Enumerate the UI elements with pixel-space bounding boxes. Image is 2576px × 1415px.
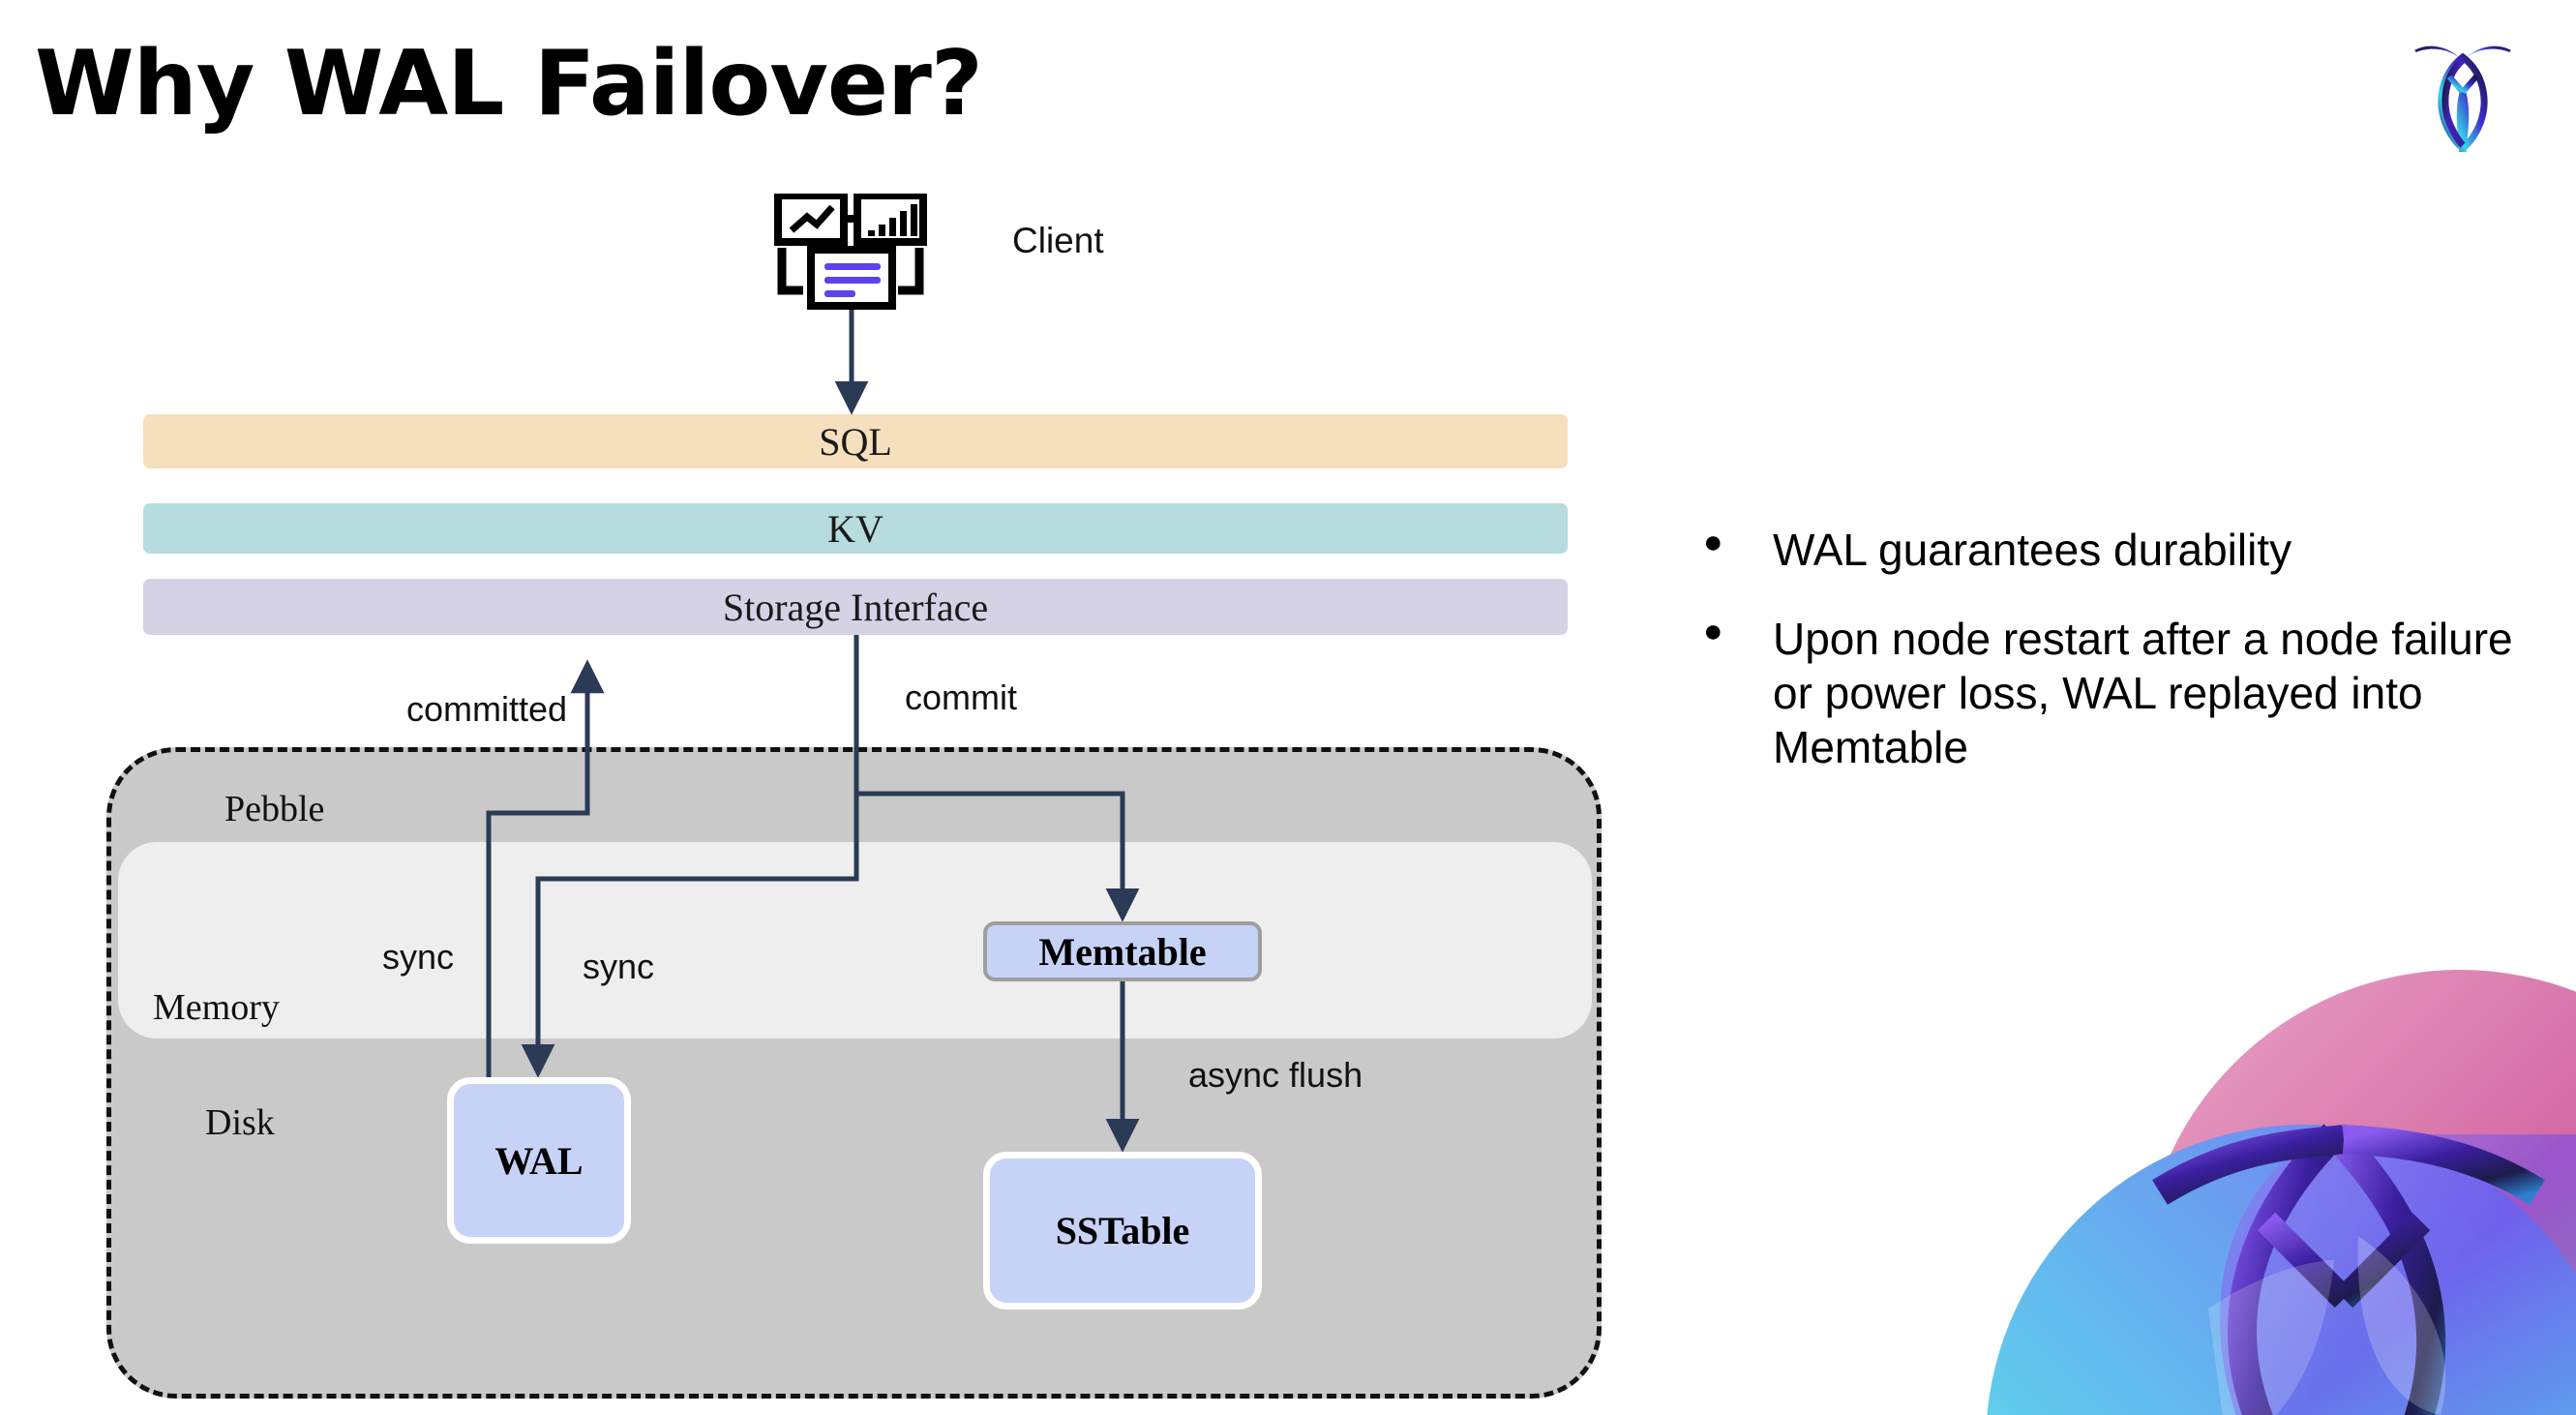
memory-region-label: Memory xyxy=(153,987,280,1028)
pebble-label: Pebble xyxy=(225,789,325,829)
cockroach-labs-gradient-artwork-icon xyxy=(1918,902,2576,1415)
node-memtable: Memtable xyxy=(983,921,1262,981)
page-title: Why WAL Failover? xyxy=(35,31,983,135)
bullet-list: ● WAL guarantees durability ● Upon node … xyxy=(1703,523,2526,809)
bullet-marker-icon: ● xyxy=(1703,613,1723,650)
edge-label-commit: commit xyxy=(905,677,1017,717)
list-item: ● WAL guarantees durability xyxy=(1703,523,2526,577)
bullet-text: Upon node restart after a node failure o… xyxy=(1773,614,2513,773)
client-label: Client xyxy=(1012,221,1104,260)
cockroach-labs-logo-icon xyxy=(2407,31,2519,156)
node-wal-label: WAL xyxy=(494,1138,584,1183)
layer-bar-storage-interface-label: Storage Interface xyxy=(722,585,989,629)
node-sstable-label: SSTable xyxy=(1055,1209,1190,1252)
layer-bar-sql-label: SQL xyxy=(819,419,892,464)
layer-bar-kv: KV xyxy=(143,503,1568,554)
layer-bar-sql: SQL xyxy=(143,414,1568,468)
edge-label-sync-left: sync xyxy=(382,937,455,977)
layer-bar-storage-interface: Storage Interface xyxy=(143,579,1568,635)
list-item: ● Upon node restart after a node failure… xyxy=(1703,612,2526,774)
edge-label-committed: committed xyxy=(406,689,568,729)
bullet-text: WAL guarantees durability xyxy=(1773,525,2292,575)
node-memtable-label: Memtable xyxy=(1038,929,1207,974)
client-monitor-icon xyxy=(774,192,929,310)
edge-label-sync-right: sync xyxy=(583,947,655,986)
node-sstable: SSTable xyxy=(983,1152,1262,1310)
node-wal: WAL xyxy=(447,1077,631,1244)
bullet-marker-icon: ● xyxy=(1703,524,1723,560)
edge-label-async-flush: async flush xyxy=(1188,1055,1363,1095)
memory-region xyxy=(118,842,1592,1039)
disk-region-label: Disk xyxy=(205,1102,275,1143)
layer-bar-kv-label: KV xyxy=(827,506,884,551)
